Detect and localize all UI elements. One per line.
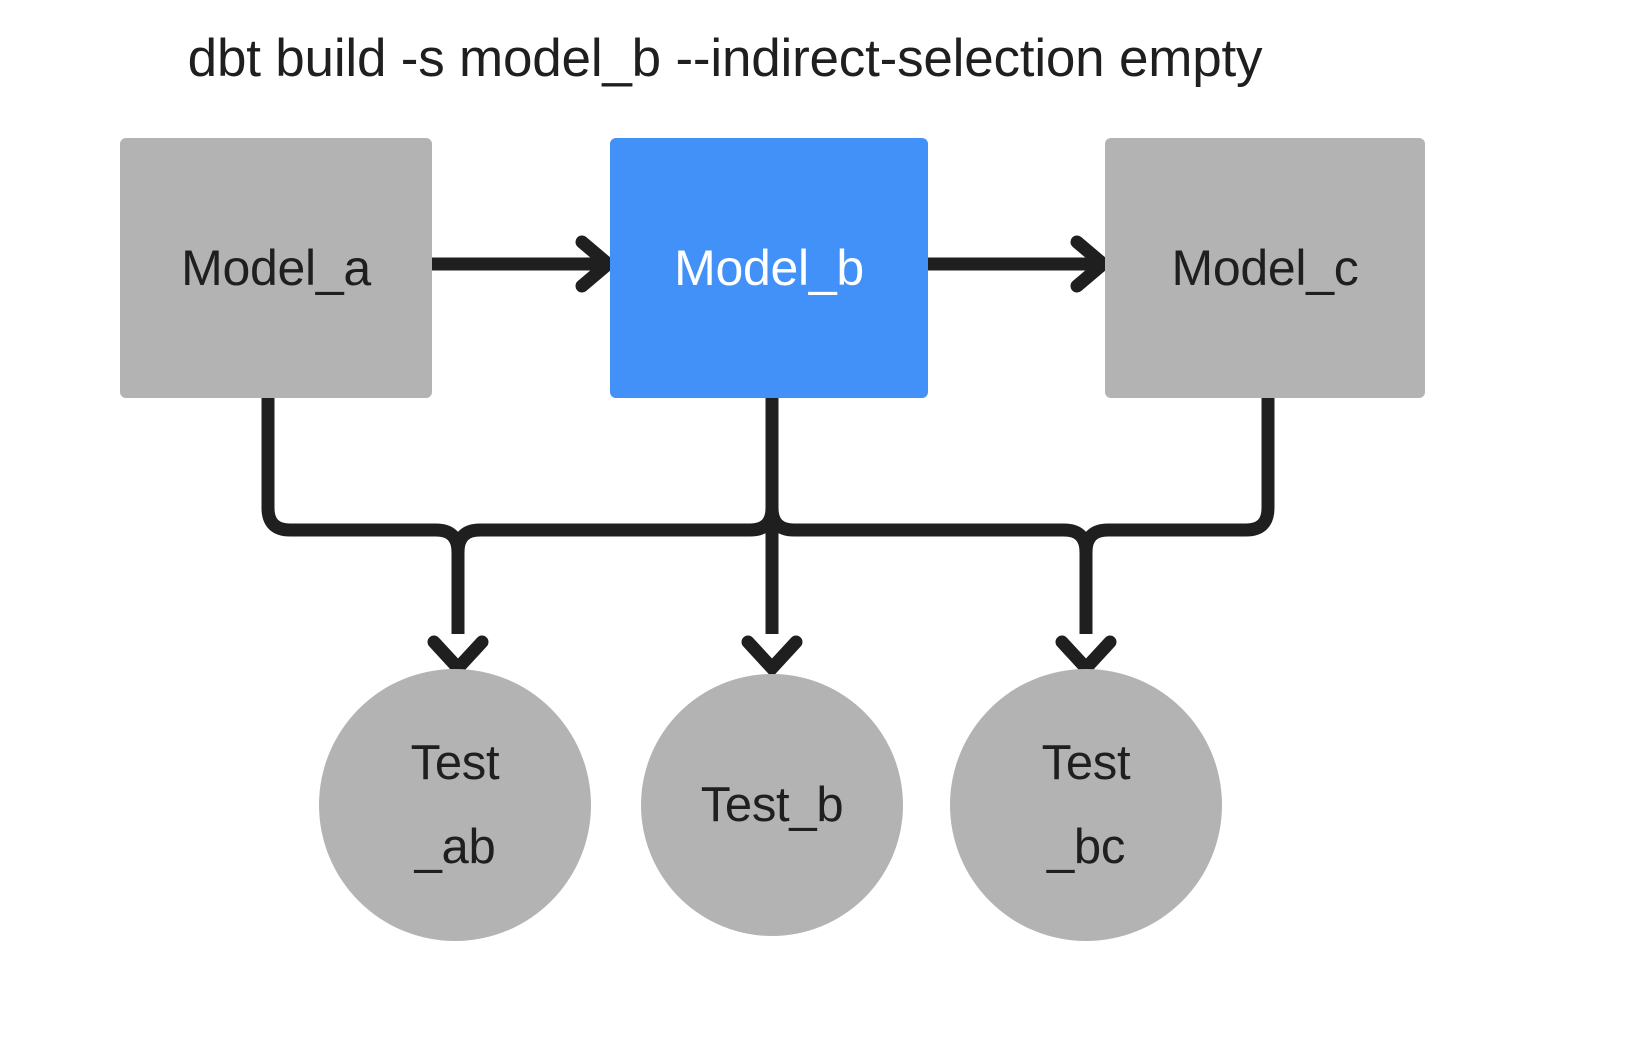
node-model-b[interactable]: Model_b bbox=[610, 138, 928, 398]
node-test-bc-label: Test _bc bbox=[1041, 736, 1131, 874]
node-model-b-label: Model_b bbox=[674, 240, 864, 296]
edge-model-c-to-test-bc bbox=[1079, 398, 1275, 553]
edge-model-b-to-test-b bbox=[748, 398, 796, 668]
edge-model-a-to-model-b bbox=[432, 242, 608, 286]
node-model-c-label: Model_c bbox=[1171, 240, 1359, 296]
node-test-bc[interactable]: Test _bc bbox=[950, 669, 1222, 941]
edge-model-a-to-test-ab bbox=[261, 398, 482, 668]
diagram-title: dbt build -s model_b --indirect-selectio… bbox=[187, 29, 1263, 88]
node-model-a-label: Model_a bbox=[181, 240, 371, 296]
edge-model-b-to-model-c bbox=[928, 242, 1103, 286]
edge-model-b-to-test-ab bbox=[451, 398, 779, 553]
node-test-ab[interactable]: Test _ab bbox=[319, 669, 591, 941]
node-test-b-label: Test_b bbox=[700, 778, 844, 832]
node-model-c[interactable]: Model_c bbox=[1105, 138, 1425, 398]
node-test-ab-label: Test _ab bbox=[410, 736, 500, 874]
node-model-a[interactable]: Model_a bbox=[120, 138, 432, 398]
edge-model-b-to-test-bc bbox=[765, 398, 1110, 668]
node-test-b[interactable]: Test_b bbox=[641, 674, 903, 936]
